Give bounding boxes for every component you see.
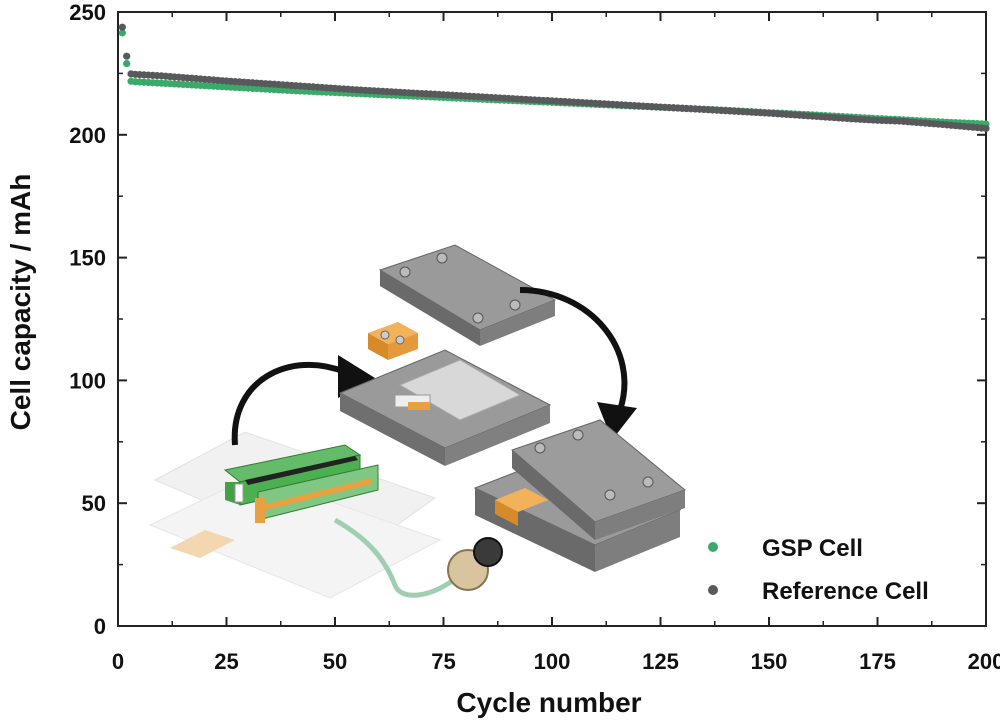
x-tick-label: 50	[323, 649, 347, 674]
x-tick-label: 100	[534, 649, 571, 674]
arrow-2	[519, 287, 628, 411]
x-tick-label: 125	[642, 649, 679, 674]
legend-label-gsp-cell: GSP Cell	[762, 535, 863, 562]
y-tick-label: 50	[82, 491, 106, 516]
x-tick-label: 25	[214, 649, 238, 674]
x-tick-label: 200	[968, 649, 1000, 674]
arrow-1	[231, 361, 347, 446]
legend-label-reference-cell: Reference Cell	[762, 578, 929, 605]
y-tick-label: 150	[69, 246, 106, 271]
cable	[333, 517, 462, 598]
arrow-2-head	[597, 402, 637, 440]
pouch-sheet-lower	[148, 474, 442, 599]
data-point	[123, 52, 131, 60]
y-tick-label: 100	[69, 368, 106, 393]
series-layer	[118, 23, 990, 133]
data-point	[123, 59, 131, 68]
connector-icon	[447, 537, 503, 591]
y-tick-label: 200	[69, 123, 106, 148]
clamp-top-plate	[378, 244, 557, 346]
terminal-blocks	[368, 322, 418, 360]
x-tick-label: 150	[751, 649, 788, 674]
clamp-base-plate	[338, 349, 552, 466]
legend-marker-gsp-cell	[708, 542, 718, 552]
jelly-roll-icon	[223, 444, 379, 523]
arrow-1-head	[338, 355, 375, 398]
data-point	[118, 29, 126, 37]
y-axis-title: Cell capacity / mAh	[5, 174, 36, 431]
pouch-tab	[170, 530, 235, 558]
x-tick-label: 0	[112, 649, 124, 674]
y-tick-label: 250	[69, 0, 106, 25]
tick-marks	[117, 11, 987, 627]
data-point	[982, 124, 990, 133]
x-tick-labels: 0 25 50 75 100 125 150 175 200	[112, 649, 1000, 674]
x-axis-title: Cycle number	[456, 687, 641, 718]
series-reference-cell	[118, 23, 990, 133]
x-tick-label: 175	[859, 649, 896, 674]
y-tick-labels: 0 50 100 150 200 250	[69, 0, 106, 639]
x-tick-label: 75	[431, 649, 455, 674]
pouch-cell-clamp-illustration	[148, 244, 686, 599]
series-gsp-cell	[118, 29, 990, 128]
y-tick-label: 0	[94, 614, 106, 639]
assembled-clamp	[473, 419, 686, 572]
legend: GSP Cell Reference Cell	[708, 535, 929, 605]
legend-marker-reference-cell	[708, 585, 718, 595]
data-point	[118, 23, 126, 31]
